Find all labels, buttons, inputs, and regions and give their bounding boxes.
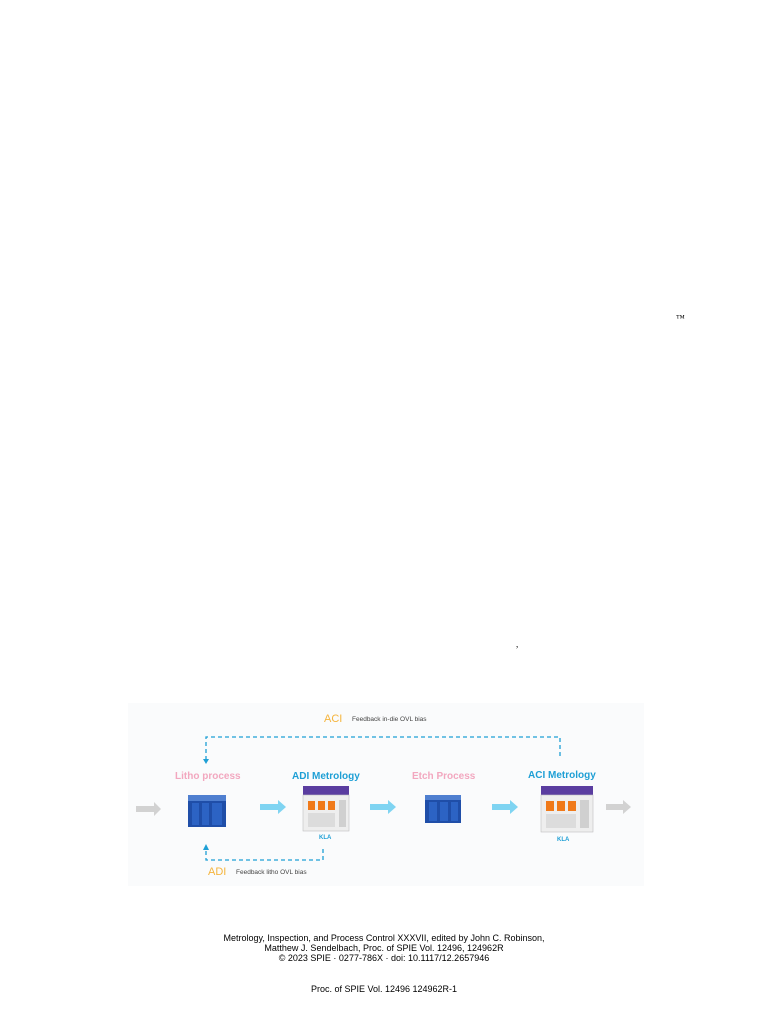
aci-feedback-line — [205, 736, 561, 760]
stage-label-adi-metrology: ADI Metrology — [292, 771, 360, 782]
arrow-litho-to-adi — [260, 800, 286, 814]
litho-tool-icon — [188, 795, 226, 827]
aci-feedback-note: Feedback in-die OVL bias — [352, 716, 427, 723]
kla-brand-aci: KLA — [557, 837, 570, 843]
aci-metrology-tool-icon — [540, 786, 594, 833]
kla-brand-adi: KLA — [319, 835, 332, 841]
aci-feedback-arrowhead — [203, 759, 209, 764]
flow-graphics — [136, 736, 631, 861]
arrow-etch-to-aci — [492, 800, 518, 814]
trademark-symbol: ™ — [676, 313, 685, 323]
etch-tool-icon — [425, 795, 461, 823]
citation-line-3: © 2023 SPIE · 0277-786X · doi: 10.1117/1… — [278, 953, 490, 963]
adi-feedback-arrowhead — [203, 844, 209, 850]
stage-label-litho: Litho process — [175, 771, 241, 782]
stage-label-etch: Etch Process — [412, 771, 476, 782]
adi-metrology-tool-icon — [302, 786, 350, 832]
process-flow-figure: ACI Feedback in-die OVL bias Litho proce… — [128, 703, 644, 886]
adi-feedback-tag: ADI — [208, 866, 227, 878]
stray-comma: , — [516, 639, 519, 649]
adi-feedback-note: Feedback litho OVL bias — [236, 869, 307, 876]
adi-feedback-line — [205, 849, 324, 861]
citation-line-1: Metrology, Inspection, and Process Contr… — [223, 933, 545, 943]
arrow-adi-to-etch — [370, 800, 396, 814]
page-footer: Proc. of SPIE Vol. 12496 124962R-1 — [310, 984, 458, 994]
inflow-arrow — [136, 802, 161, 816]
citation-line-2: Matthew J. Sendelbach, Proc. of SPIE Vol… — [264, 943, 504, 953]
stage-label-aci-metrology: ACI Metrology — [528, 770, 596, 781]
aci-feedback-tag: ACI — [324, 713, 343, 725]
outflow-arrow — [606, 800, 631, 814]
